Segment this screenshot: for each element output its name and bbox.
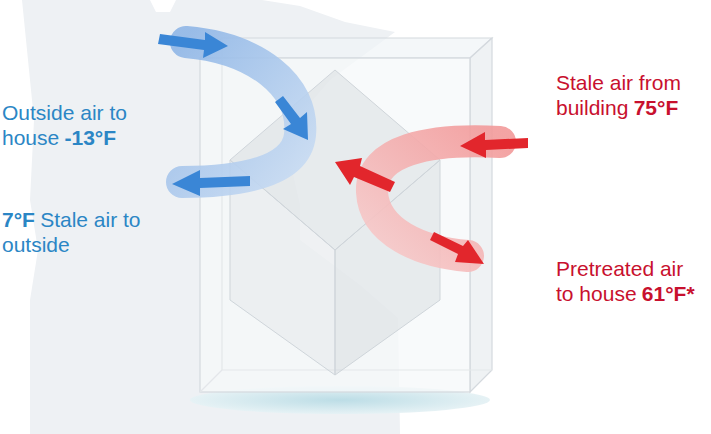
supply-label: Pretreated air to house61°F* [556, 256, 706, 306]
exhaust-label: 7°FStale air to outside [2, 207, 144, 257]
cold-air-arrows [158, 32, 308, 196]
temperature-value: -13°F [64, 126, 116, 149]
temperature-value: 75°F [634, 96, 679, 119]
warm-air-arrows [335, 132, 528, 264]
intake-label: Outside air to house-13°F [2, 100, 164, 150]
heat-exchanger-box [200, 38, 492, 392]
return-label: Stale air from building75°F [556, 70, 706, 120]
temperature-value: 7°F [2, 208, 35, 231]
temperature-value: 61°F* [642, 282, 695, 305]
